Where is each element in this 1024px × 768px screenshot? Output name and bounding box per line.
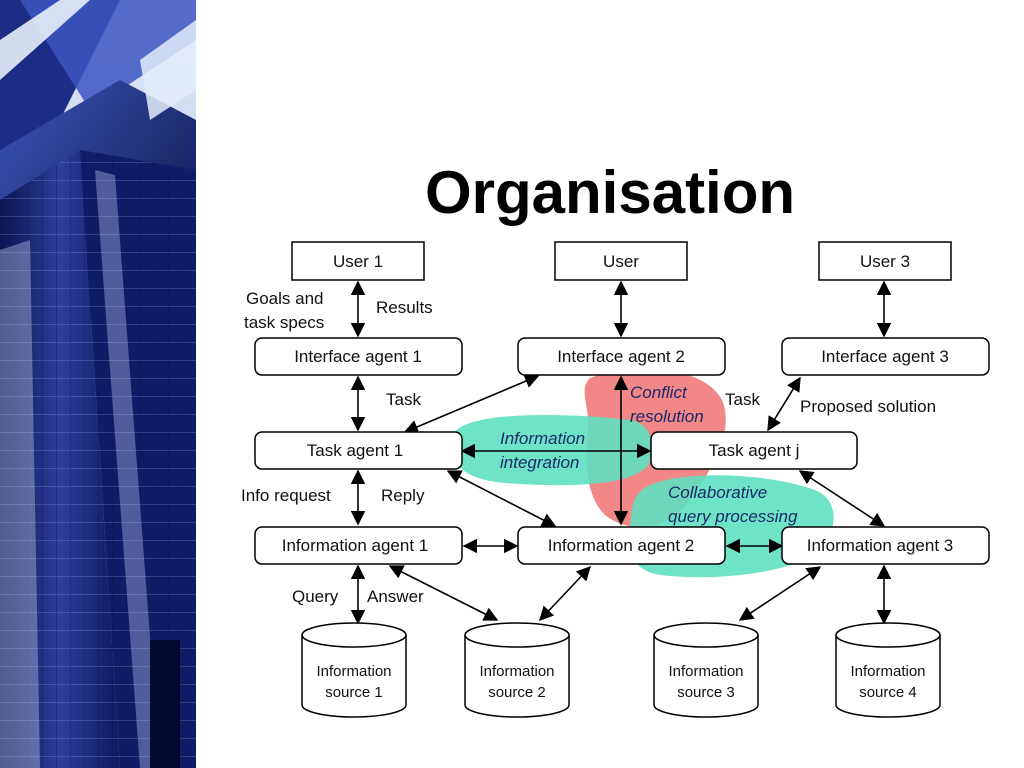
information-agent-2-node: Information agent 2 [517, 526, 726, 565]
interface-agent-2-node: Interface agent 2 [517, 337, 726, 376]
edge-interface3-taskj [767, 376, 801, 432]
interface-agent-2-label: Interface agent 2 [557, 347, 685, 366]
information-source-1-node: Information source 1 [301, 622, 407, 718]
reply-label: Reply [381, 486, 425, 505]
task-agent-1-node: Task agent 1 [254, 431, 463, 470]
goals-label-line1: Goals and [246, 289, 324, 308]
task-left-label: Task [386, 390, 421, 409]
source-4-label-line1: Information [850, 663, 925, 680]
information-agent-1-node: Information agent 1 [254, 526, 463, 565]
source-1-label-line1: Information [316, 663, 391, 680]
task-agent-j-label: Task agent j [709, 441, 800, 460]
edge-taskj-info3 [798, 470, 886, 527]
interface-agent-3-node: Interface agent 3 [781, 337, 990, 376]
source-3-label-line2: source 3 [677, 684, 735, 701]
information-agent-1-label: Information agent 1 [282, 536, 428, 555]
integration-label-line1: Information [500, 429, 585, 448]
user-3-label: User 3 [860, 252, 910, 271]
source-4-label-line2: source 4 [859, 684, 917, 701]
task-right-label: Task [725, 390, 760, 409]
sidebar-building-image [0, 0, 196, 768]
proposed-solution-label: Proposed solution [800, 397, 936, 416]
user-1-node: User 1 [291, 241, 425, 281]
task-agent-j-node: Task agent j [650, 431, 858, 470]
information-source-4-node: Information source 4 [835, 622, 941, 718]
information-source-3-node: Information source 3 [653, 622, 759, 718]
information-integration-region [452, 415, 652, 486]
information-agent-3-label: Information agent 3 [807, 536, 953, 555]
collab-label-line1: Collaborative [668, 483, 767, 502]
edge-task1-info2 [446, 470, 557, 527]
integration-label-line2: integration [500, 453, 579, 472]
info-request-label: Info request [241, 486, 331, 505]
information-source-2-node: Information source 2 [464, 622, 570, 718]
source-1-label-line2: source 1 [325, 684, 383, 701]
edge-task1-interface2 [403, 374, 540, 434]
conflict-label-line2: resolution [630, 407, 704, 426]
source-2-label-line1: Information [479, 663, 554, 680]
edge-info1-source2 [388, 565, 499, 621]
interface-agent-3-label: Interface agent 3 [821, 347, 949, 366]
source-2-label-line2: source 2 [488, 684, 546, 701]
page-title: Organisation [424, 159, 796, 226]
answer-label: Answer [367, 587, 424, 606]
edge-info2-source2 [539, 565, 591, 622]
information-agent-3-node: Information agent 3 [781, 526, 990, 565]
user-3-node: User 3 [818, 241, 952, 281]
user-1-label: User 1 [333, 252, 383, 271]
user-2-label: User [603, 252, 639, 271]
collab-label-line2: query processing [668, 507, 798, 526]
task-agent-1-label: Task agent 1 [307, 441, 403, 460]
edges [350, 280, 892, 625]
conflict-label-line1: Conflict [630, 383, 688, 402]
user-2-node: User [554, 241, 688, 281]
interface-agent-1-label: Interface agent 1 [294, 347, 422, 366]
information-agent-2-label: Information agent 2 [548, 536, 694, 555]
query-label: Query [292, 587, 339, 606]
source-3-label-line1: Information [668, 663, 743, 680]
results-label: Results [376, 298, 433, 317]
interface-agent-1-node: Interface agent 1 [254, 337, 463, 376]
edge-info3-source3 [738, 566, 822, 621]
goals-label-line2: task specs [244, 313, 324, 332]
